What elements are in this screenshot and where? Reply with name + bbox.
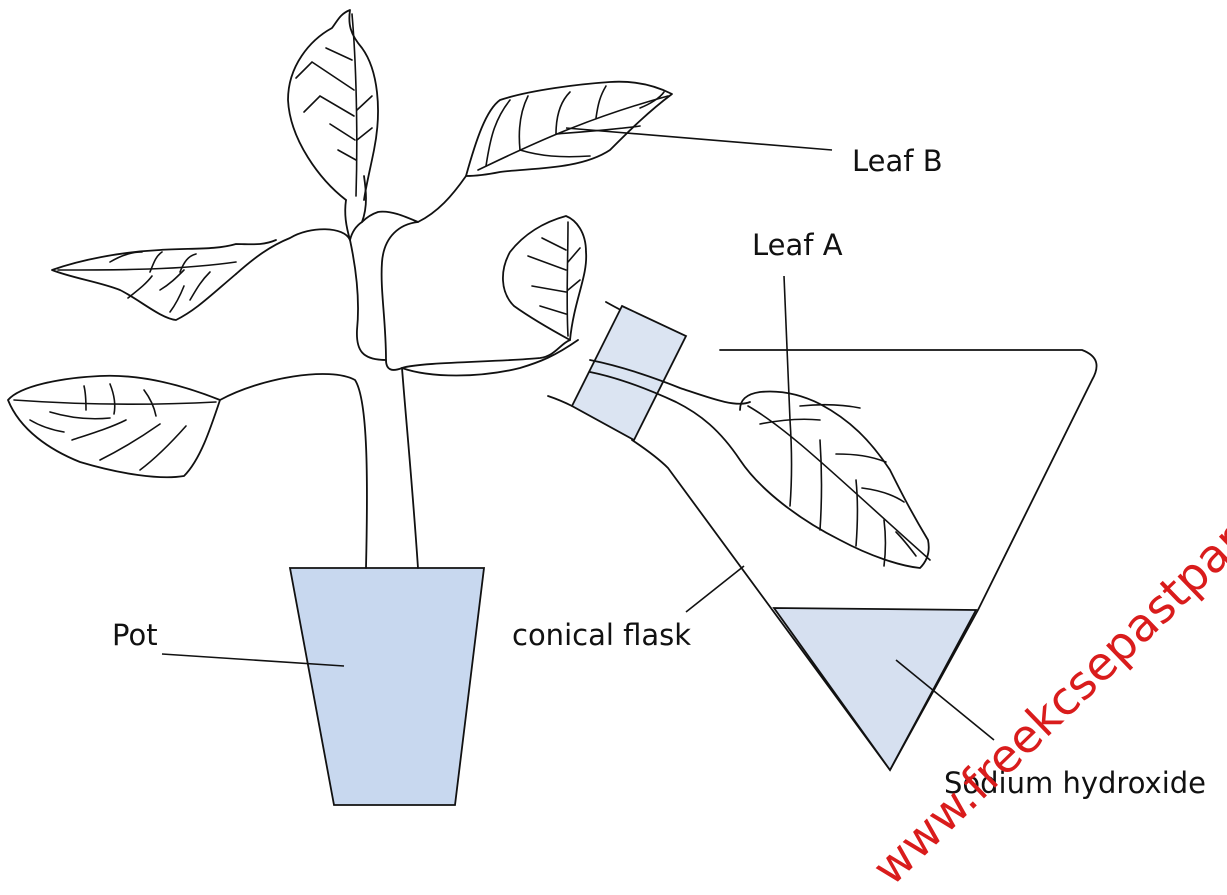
pot xyxy=(290,568,484,805)
leaf-b-label: Leaf B xyxy=(852,144,943,178)
conical-flask-leader-line xyxy=(686,566,744,612)
leaf-a-label: Leaf A xyxy=(752,228,843,262)
sodium-hydroxide-solution xyxy=(774,608,976,770)
top-leaf xyxy=(288,10,378,200)
pot-label: Pot xyxy=(112,618,158,652)
cork-stopper xyxy=(572,306,686,440)
conical-flask-label: conical flask xyxy=(512,618,691,652)
plant-stem xyxy=(220,176,578,568)
leaf-b-leader-line xyxy=(566,128,832,150)
upper-left-leaf xyxy=(52,240,276,320)
leaf-a-leader-line xyxy=(784,276,790,420)
lower-left-leaf xyxy=(8,376,220,477)
small-leaf xyxy=(503,216,586,340)
